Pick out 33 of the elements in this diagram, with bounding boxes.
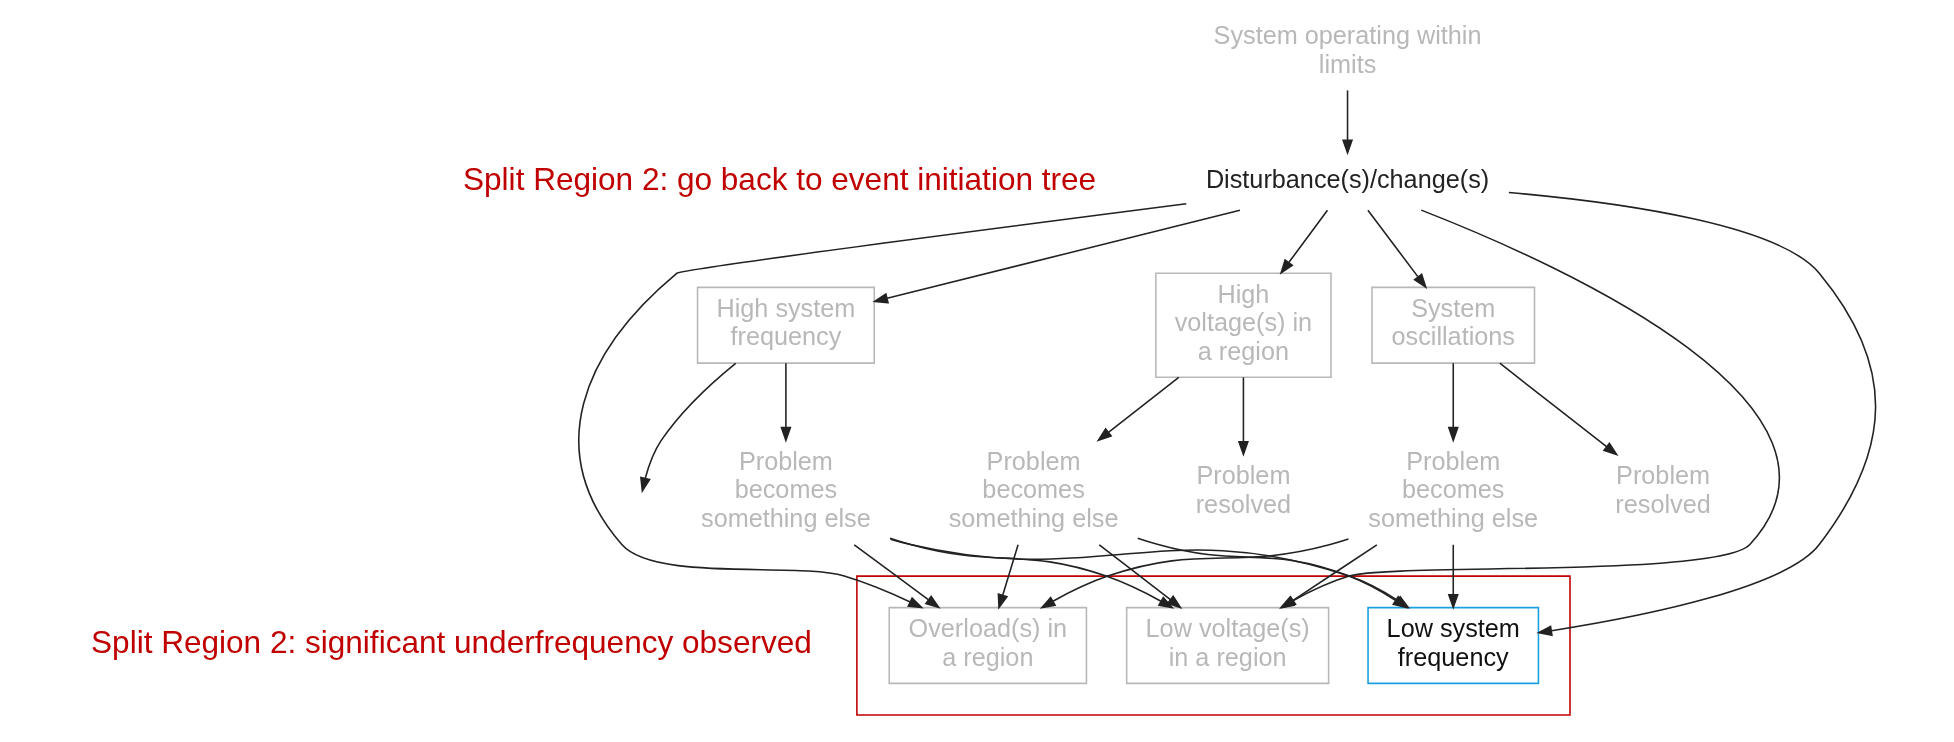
node-text: Problem becomes something else (948, 447, 1119, 532)
arrow (640, 362, 737, 494)
node-text: Problem becomes something else (701, 447, 871, 532)
node-box: Low voltage(s) in a region (1125, 606, 1330, 685)
node-box: Overload(s) in a region (888, 606, 1088, 685)
arrow (997, 544, 1019, 610)
arrow (780, 362, 792, 443)
arrow (1237, 376, 1249, 457)
node-box: Low system frequency (1367, 606, 1540, 685)
node-text: System operating within limits (1213, 21, 1482, 78)
label: Split Region 2: go back to event initiation tree (463, 160, 1097, 197)
arrow (853, 544, 941, 609)
cluster (856, 575, 1571, 716)
arrow (872, 209, 1241, 304)
node-text: Problem resolved (1615, 461, 1711, 518)
arrow (1098, 544, 1183, 609)
node-box: High voltage(s) in a region (1155, 272, 1332, 379)
node-text: Problem becomes something else (1368, 447, 1539, 532)
arrow (1342, 89, 1354, 156)
arrow (889, 537, 1175, 609)
arrow (1447, 362, 1459, 443)
arrow (578, 203, 1188, 609)
arrow (1499, 362, 1619, 457)
arrow (1279, 209, 1329, 275)
node-box: High system frequency (696, 286, 876, 364)
node-text: Disturbance(s)/change(s) (1205, 164, 1490, 193)
node-box: System oscillations (1371, 286, 1536, 364)
node-text: Problem resolved (1195, 461, 1292, 518)
label: Split Region 2: significant underfrequency observed (91, 624, 812, 661)
arrow (1508, 191, 1877, 637)
arrow (1447, 544, 1459, 610)
arrow (1367, 209, 1428, 290)
arrow (1096, 376, 1180, 442)
